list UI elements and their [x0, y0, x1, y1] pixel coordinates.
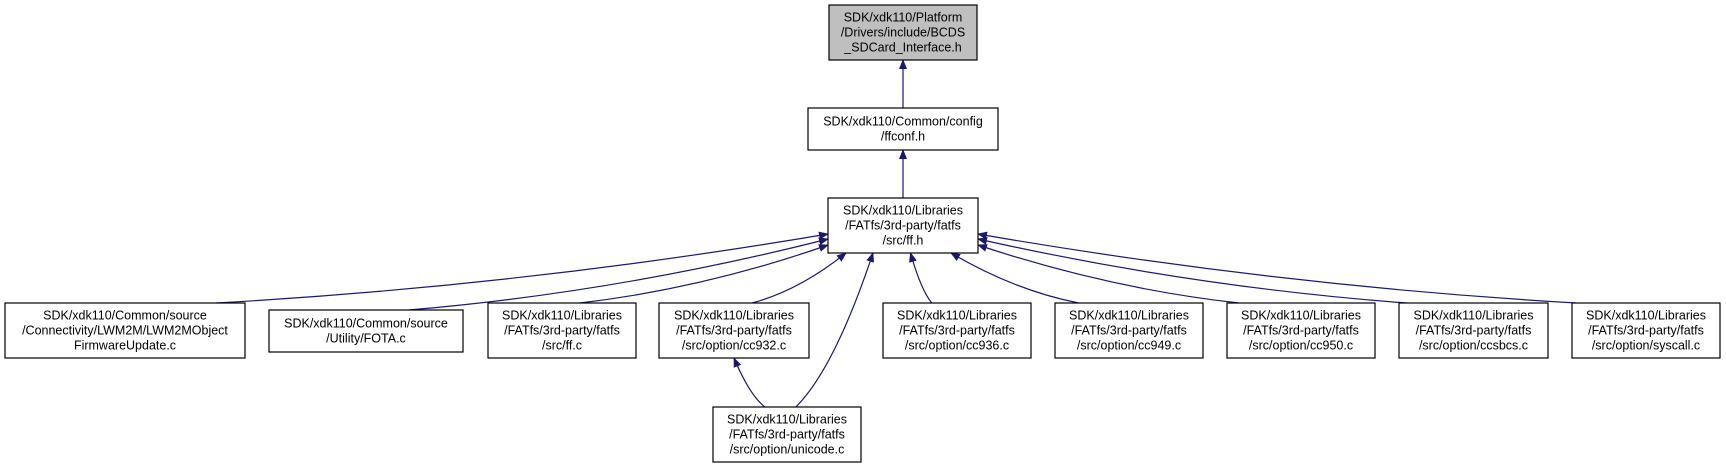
node-box[interactable]: [827, 197, 979, 254]
node-label-line: /Utility/FOTA.c: [326, 332, 406, 346]
node-label-line: /src/ff.c: [542, 339, 582, 353]
node-label-line: /src/option/cc950.c: [1249, 339, 1353, 353]
node-label-line: /FATfs/3rd-party/fatfs: [1588, 324, 1704, 338]
node-label-line: /FATfs/3rd-party/fatfs: [899, 324, 1015, 338]
edge-n9-to-n2: [977, 244, 1239, 304]
node-n7[interactable]: SDK/xdk110/Libraries/FATfs/3rd-party/fat…: [882, 302, 1032, 359]
node-label-line: /src/option/cc932.c: [682, 339, 786, 353]
node-box[interactable]: [658, 302, 810, 359]
node-label-line: /src/ff.h: [883, 234, 924, 248]
node-n10[interactable]: SDK/xdk110/Libraries/FATfs/3rd-party/fat…: [1398, 302, 1549, 359]
node-box[interactable]: [712, 406, 862, 463]
node-label-line: /FATfs/3rd-party/fatfs: [504, 324, 620, 338]
edge-n7-to-n2: [909, 252, 933, 304]
node-n12[interactable]: SDK/xdk110/Libraries/FATfs/3rd-party/fat…: [712, 406, 862, 463]
node-label-line: FirmwareUpdate.c: [74, 339, 176, 353]
node-label-line: /FATfs/3rd-party/fatfs: [1416, 324, 1532, 338]
node-box[interactable]: [1226, 302, 1376, 359]
node-n6[interactable]: SDK/xdk110/Libraries/FATfs/3rd-party/fat…: [658, 302, 810, 359]
node-box[interactable]: [828, 4, 978, 61]
node-box[interactable]: [807, 107, 999, 151]
node-n4[interactable]: SDK/xdk110/Common/source/Utility/FOTA.c: [268, 309, 464, 353]
node-box[interactable]: [268, 309, 464, 353]
node-label-line: SDK/xdk110/Libraries: [1069, 309, 1189, 323]
node-label-line: /src/option/unicode.c: [730, 443, 845, 457]
edge-n3-to-n2: [216, 231, 829, 304]
node-label-line: /src/option/ccsbcs.c: [1419, 339, 1528, 353]
node-label-line: /FATfs/3rd-party/fatfs: [1071, 324, 1187, 338]
node-label-line: /src/option/cc936.c: [905, 339, 1009, 353]
node-label-line: /src/option/syscall.c: [1592, 339, 1700, 353]
node-label-line: /Connectivity/LWM2M/LWM2MObject: [22, 324, 228, 338]
node-n8[interactable]: SDK/xdk110/Libraries/FATfs/3rd-party/fat…: [1054, 302, 1204, 359]
node-label-line: SDK/xdk110/Platform: [844, 11, 963, 25]
edge-n11-to-n2: [977, 231, 1577, 304]
node-box[interactable]: [1398, 302, 1549, 359]
edge-n4-to-n2: [408, 237, 829, 311]
node-label-line: SDK/xdk110/Libraries: [674, 309, 794, 323]
node-box[interactable]: [882, 302, 1032, 359]
node-n2[interactable]: SDK/xdk110/Libraries/FATfs/3rd-party/fat…: [827, 197, 979, 254]
node-n9[interactable]: SDK/xdk110/Libraries/FATfs/3rd-party/fat…: [1226, 302, 1376, 359]
node-label-line: SDK/xdk110/Libraries: [843, 204, 963, 218]
node-label-line: /FATfs/3rd-party/fatfs: [729, 428, 845, 442]
node-label-line: SDK/xdk110/Libraries: [502, 309, 622, 323]
node-label-line: SDK/xdk110/Libraries: [1586, 309, 1706, 323]
node-label-line: SDK/xdk110/Common/source: [284, 317, 448, 331]
node-label-line: /ffconf.h: [881, 130, 925, 144]
edge-n12-to-n6: [733, 357, 766, 408]
node-n1[interactable]: SDK/xdk110/Common/config/ffconf.h: [807, 107, 999, 151]
node-n0[interactable]: SDK/xdk110/Platform/Drivers/include/BCDS…: [828, 4, 978, 61]
node-label-line: SDK/xdk110/Libraries: [1414, 309, 1534, 323]
node-box[interactable]: [4, 302, 246, 359]
edge-n5-to-n2: [579, 244, 829, 304]
node-label-line: SDK/xdk110/Common/config: [823, 115, 983, 129]
node-n3[interactable]: SDK/xdk110/Common/source/Connectivity/LW…: [4, 302, 246, 359]
node-label-line: SDK/xdk110/Libraries: [897, 309, 1017, 323]
edge-n8-to-n2: [950, 252, 1079, 304]
node-label-line: SDK/xdk110/Libraries: [727, 413, 847, 427]
node-box[interactable]: [487, 302, 637, 359]
edge-n6-to-n2: [751, 252, 847, 304]
node-label-line: /FATfs/3rd-party/fatfs: [676, 324, 792, 338]
node-label-line: _SDCard_Interface.h: [843, 41, 961, 55]
node-n11[interactable]: SDK/xdk110/Libraries/FATfs/3rd-party/fat…: [1571, 302, 1721, 359]
node-n5[interactable]: SDK/xdk110/Libraries/FATfs/3rd-party/fat…: [487, 302, 637, 359]
node-label-line: /FATfs/3rd-party/fatfs: [845, 219, 961, 233]
node-label-line: /Drivers/include/BCDS: [841, 26, 965, 40]
node-box[interactable]: [1571, 302, 1721, 359]
node-box[interactable]: [1054, 302, 1204, 359]
edge-n12-to-n2: [795, 252, 874, 408]
node-label-line: SDK/xdk110/Libraries: [1241, 309, 1361, 323]
node-label-line: SDK/xdk110/Common/source: [43, 309, 207, 323]
edge-n10-to-n2: [977, 237, 1407, 304]
node-label-line: /src/option/cc949.c: [1077, 339, 1181, 353]
node-label-line: /FATfs/3rd-party/fatfs: [1243, 324, 1359, 338]
